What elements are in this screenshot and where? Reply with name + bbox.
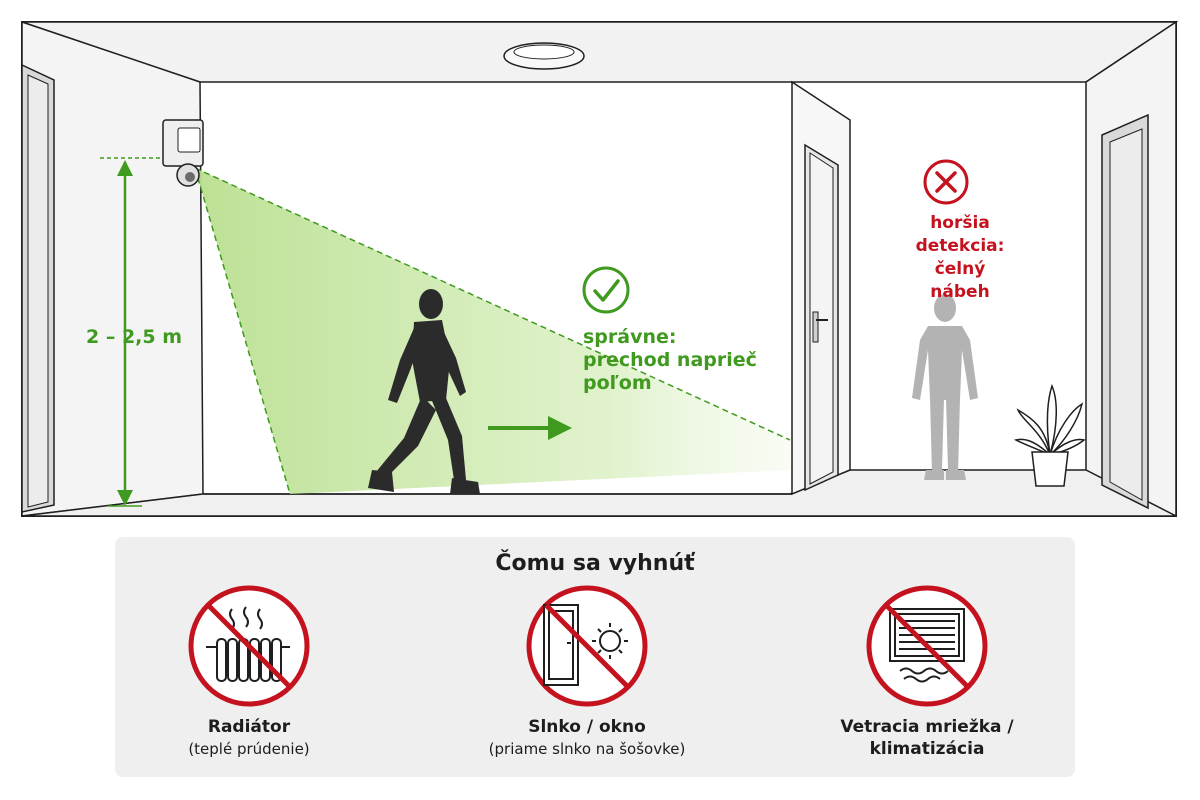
ceiling — [21, 21, 1179, 83]
walking-person — [368, 289, 480, 494]
avoid-item-title: Vetracia mriežka / — [840, 717, 1014, 737]
avoid-item-subtitle: (teplé prúdenie) — [188, 740, 310, 758]
correct-label-line: prechod naprieč — [583, 349, 757, 371]
bad-placement-label: horšia detekcia: čelný nábeh — [905, 212, 1015, 304]
door-handle — [812, 311, 819, 343]
avoid-panel-title: Čomu sa vyhnúť — [495, 551, 695, 576]
check-circle-icon — [582, 266, 630, 314]
bad-label-line: detekcia: — [915, 236, 1005, 256]
avoid-panel: Čomu sa vyhnúť Radiátor (teplé prúdenie) — [115, 537, 1075, 777]
cross-circle-icon — [923, 159, 969, 205]
correct-label-line: poľom — [583, 372, 652, 394]
detection-zone — [195, 168, 790, 494]
approaching-person — [912, 294, 978, 480]
avoid-item-subtitle: (priame slnko na šošovke) — [488, 740, 686, 758]
radiator-icon — [188, 585, 310, 707]
height-dimension — [100, 157, 163, 507]
bad-label-line: horšia — [930, 213, 990, 233]
correct-label-line: správne: — [583, 326, 677, 348]
bad-label-line: čelný nábeh — [930, 259, 990, 302]
avoid-item-subtitle: klimatizácia — [869, 739, 985, 759]
avoid-item-title: Slnko / okno — [528, 717, 646, 737]
potted-plant — [1013, 383, 1086, 487]
avoid-item-radiator: Radiátor (teplé prúdenie) — [119, 581, 379, 758]
avoid-item-sun-window: Slnko / okno (priame slnko na šošovke) — [457, 581, 717, 758]
movement-arrow — [488, 416, 572, 440]
height-label: 2 – 2,5 m — [86, 326, 183, 348]
vent-icon — [866, 585, 988, 707]
avoid-item-vent: Vetracia mriežka / klimatizácia — [797, 581, 1057, 759]
room-illustration: 2 – 2,5 m správne: prechod naprieč poľom… — [21, 20, 1179, 518]
sun-window-icon — [526, 585, 648, 707]
correct-placement-label: správne: prechod naprieč poľom — [583, 326, 783, 395]
motion-sensor — [162, 119, 204, 187]
avoid-item-title: Radiátor — [207, 717, 291, 737]
room-drawing — [21, 20, 1179, 518]
